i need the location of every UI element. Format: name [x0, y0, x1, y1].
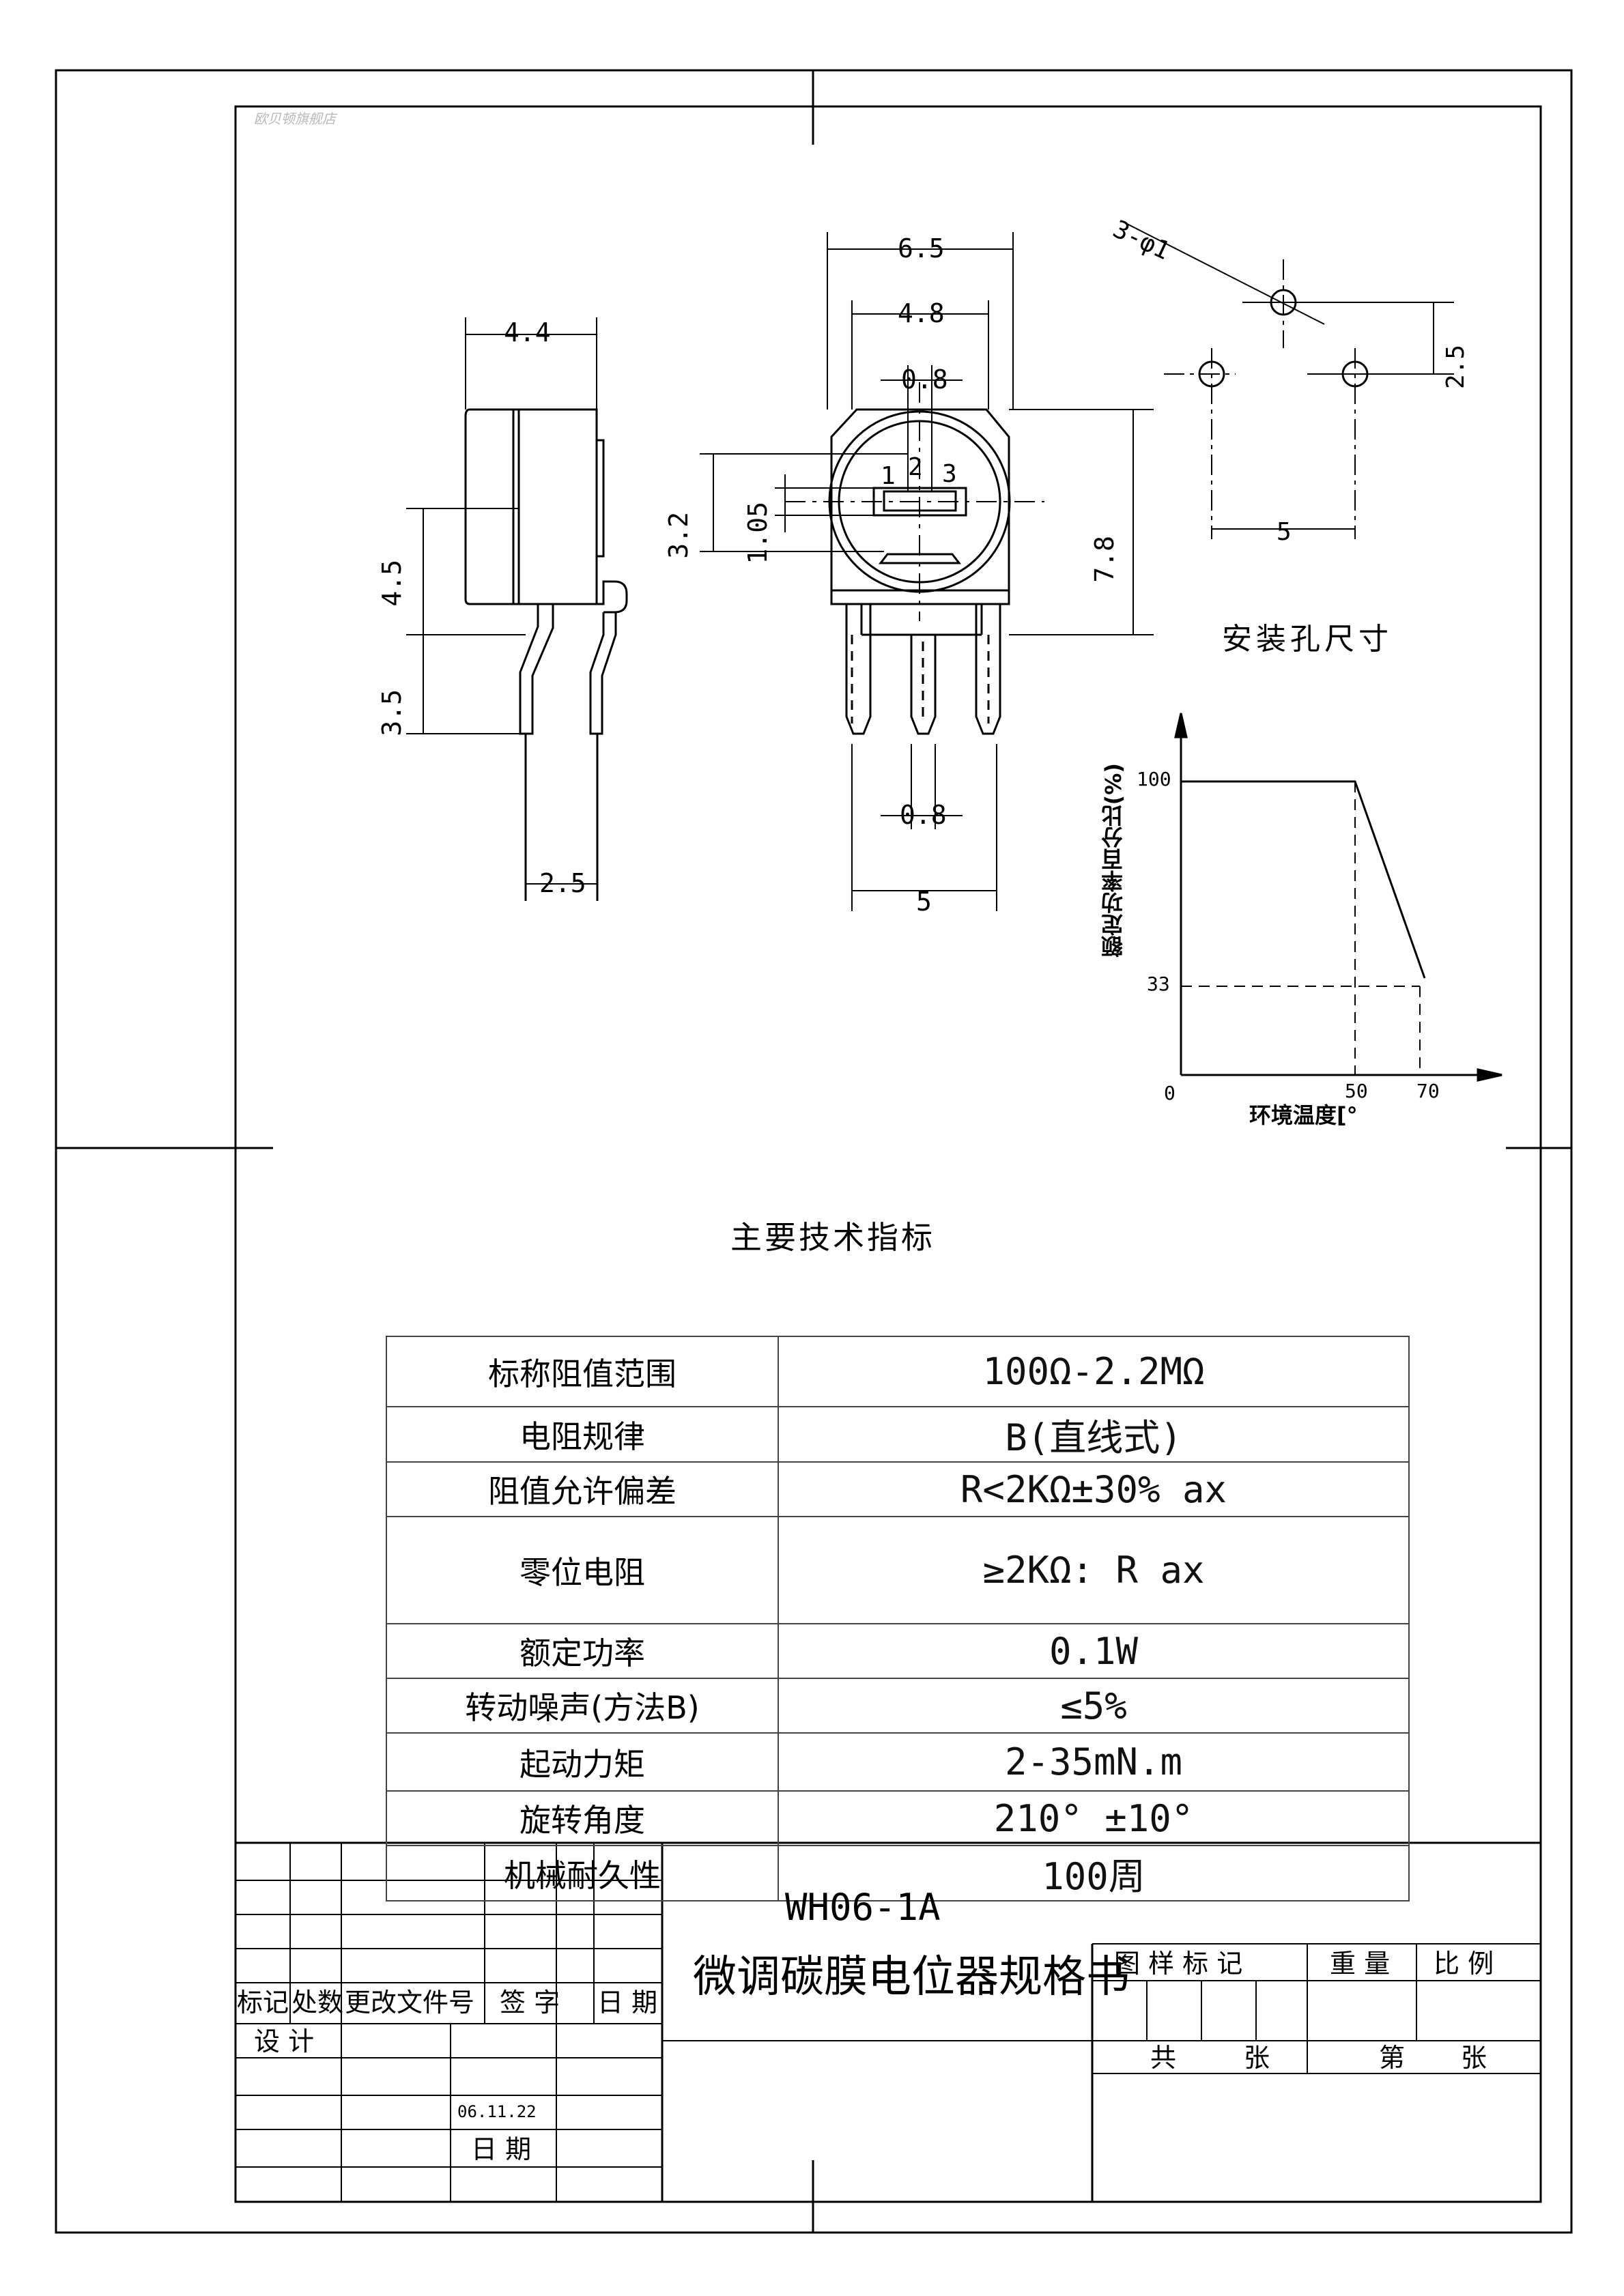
product-title: 微调碳膜电位器规格书: [693, 1952, 1130, 2003]
chart-x-label: 环境温度[°: [1249, 1102, 1358, 1128]
col-change: 更改文件号: [345, 1988, 475, 2018]
derating-chart: [1174, 713, 1502, 1082]
col-mark: 标记: [237, 1988, 289, 2018]
spec-value: ≤5%: [778, 1678, 1410, 1734]
derating-series-line: [1181, 780, 1426, 979]
spec-label: 转动噪声(方法B): [386, 1678, 779, 1734]
dim-side-width: 4.4: [504, 317, 551, 347]
spec-label: 起动力矩: [386, 1732, 779, 1792]
sheets-label-b: 张: [1461, 2043, 1487, 2073]
spec-value: 0.1W: [778, 1623, 1410, 1679]
dim-front-h1: 3.2: [664, 512, 694, 559]
dim-side-pin: 2.5: [539, 868, 586, 898]
dim-side-h2: 3.5: [377, 689, 407, 736]
spec-value: 100周: [778, 1845, 1410, 1902]
side-view: [464, 408, 628, 901]
spec-label: 额定功率: [386, 1623, 779, 1679]
spec-value: 2-35mN.m: [778, 1732, 1410, 1792]
total-label: 共: [1150, 2043, 1177, 2073]
date-value: 06.11.22: [457, 2102, 537, 2121]
date-label: 日 期: [471, 2134, 532, 2164]
mount-dims: [1122, 221, 1454, 539]
col-count: 处数: [291, 1988, 344, 2018]
spec-label: 阻值允许偏差: [386, 1461, 779, 1517]
dim-front-outer: 6.5: [898, 233, 945, 263]
spec-value: 100Ω-2.2MΩ: [778, 1336, 1410, 1407]
dim-front-slot: 0.8: [901, 364, 948, 394]
weight-label: 重 量: [1330, 1949, 1391, 1979]
chart-x-tick-70: 70: [1416, 1080, 1440, 1102]
dim-front-pin-pitch: 5: [916, 887, 932, 917]
chart-x-tick-50: 50: [1345, 1080, 1368, 1102]
side-dims: [406, 317, 597, 885]
dim-front-mid: 4.8: [898, 298, 945, 328]
scale-label: 比 例: [1434, 1949, 1494, 1979]
dim-front-h2: 1.05: [743, 502, 773, 564]
chart-y-tick-100: 100: [1137, 768, 1171, 790]
mount-title: 安装孔尺寸: [1222, 622, 1393, 657]
spec-value: ≥2KΩ: R ax: [778, 1516, 1410, 1624]
spec-label: 电阻规律: [386, 1406, 779, 1463]
dim-hole-v: 2.5: [1442, 345, 1470, 390]
front-centerlines: [785, 382, 1044, 621]
col-date: 日 期: [597, 1988, 658, 2018]
chart-y-arrow: [1174, 713, 1188, 738]
pin-label-3: 3: [942, 460, 957, 488]
spec-row: 零位电阻≥2KΩ: R ax: [386, 1516, 1410, 1624]
pin-label-1: 1: [881, 462, 896, 490]
dim-front-height: 7.8: [1089, 536, 1120, 583]
col-sign: 签 字: [500, 1988, 560, 2018]
chart-x-arrow: [1477, 1068, 1502, 1082]
sheets-label-a: 张: [1244, 2043, 1270, 2073]
sheet-no-label: 第: [1379, 2043, 1406, 2073]
spec-label: 机械耐久性: [386, 1845, 779, 1902]
chart-y-tick-33: 33: [1147, 973, 1170, 995]
pattern-mark-label: 图 样 标 记: [1114, 1949, 1243, 1979]
spec-row: 转动噪声(方法B)≤5%: [386, 1678, 1410, 1734]
front-dims: [700, 232, 1154, 911]
spec-label: 零位电阻: [386, 1516, 779, 1624]
spec-value: R<2KΩ±30% ax: [778, 1461, 1410, 1517]
dim-side-h1: 4.5: [377, 560, 407, 607]
dim-front-pin-width: 0.8: [900, 800, 947, 830]
spec-label: 旋转角度: [386, 1790, 779, 1846]
spec-title: 主要技术指标: [730, 1219, 935, 1256]
spec-value: 210° ±10°: [778, 1790, 1410, 1846]
model-number: WH06-1A: [785, 1886, 941, 1929]
pin-label-2: 2: [908, 453, 923, 481]
design-label: 设 计: [254, 2026, 315, 2056]
dim-hole-h: 5: [1277, 518, 1292, 546]
chart-y-label: 额定功率百分比(%): [1100, 763, 1126, 958]
chart-x-tick-0: 0: [1164, 1082, 1176, 1104]
watermark: 欧贝顿旗舰店: [254, 111, 336, 127]
spec-value: B(直线式): [778, 1406, 1410, 1463]
spec-label: 标称阻值范围: [386, 1336, 779, 1407]
